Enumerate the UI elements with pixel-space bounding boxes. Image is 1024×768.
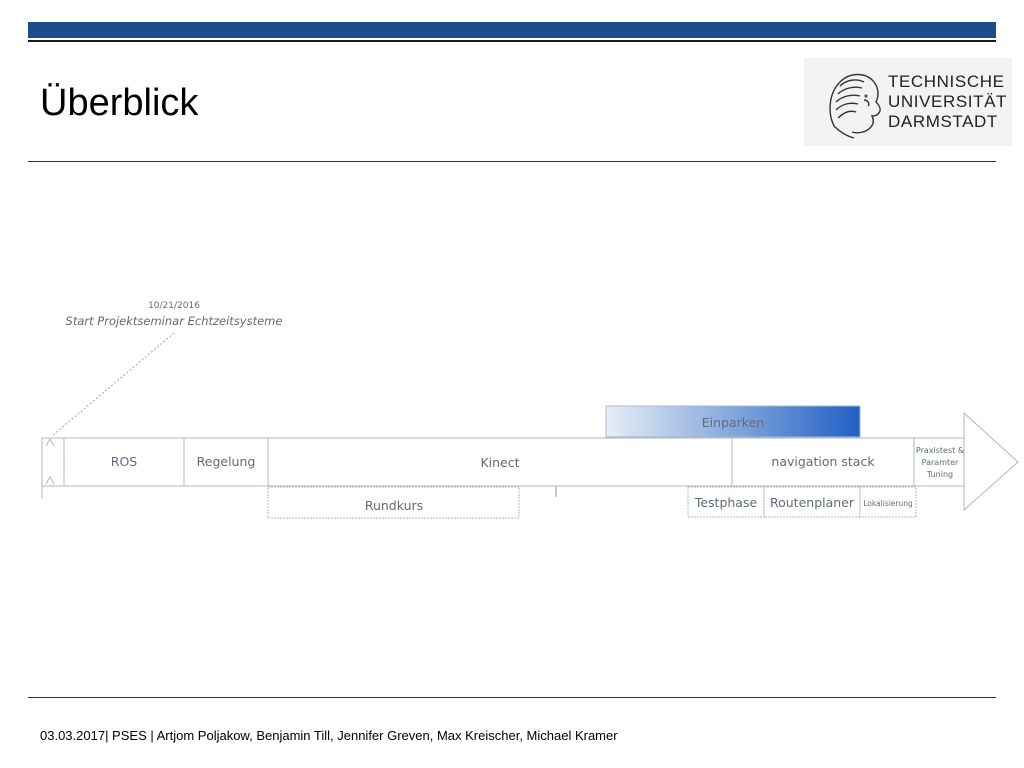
phase-navigation-stack-label: navigation stack — [771, 454, 875, 469]
phase-kinect-label: Kinect — [480, 455, 519, 470]
phase-ros-label: ROS — [111, 454, 138, 469]
logo-line-2: UNIVERSITÄT — [888, 92, 1008, 111]
phase-einparken-label: Einparken — [702, 415, 764, 430]
athena-head-icon — [829, 73, 881, 139]
footer-text: 03.03.2017| PSES | Artjom Poljakow, Benj… — [40, 728, 618, 743]
phase-testphase — [687, 486, 765, 518]
title-divider — [28, 161, 996, 162]
footer-divider — [28, 697, 996, 698]
phase-routenplaner — [763, 486, 861, 518]
phase-praxistest-line3: Tuning — [926, 470, 953, 479]
milestone-label: Start Projektseminar Echtzeitsysteme — [66, 314, 283, 328]
phase-regelung-label: Regelung — [197, 454, 256, 469]
logo-line-3: DARMSTADT — [888, 112, 998, 131]
phase-lokalisierung-label: Lokalisierung — [863, 499, 913, 508]
phase-praxistest-line2: Paramter — [922, 458, 959, 467]
phase-rundkurs-label: Rundkurs — [365, 498, 423, 513]
header-accent-bar — [28, 22, 996, 38]
milestone-connector — [51, 332, 175, 437]
phase-routenplaner-label: Routenplaner — [770, 495, 855, 510]
phase-lokalisierung — [859, 486, 917, 518]
header-rule — [28, 40, 996, 42]
phase-testphase-label: Testphase — [694, 495, 758, 510]
milestone-marker-top — [45, 437, 55, 447]
phase-rundkurs — [267, 486, 520, 519]
page-title: Überblick — [40, 82, 199, 124]
university-logo: TECHNISCHE UNIVERSITÄT DARMSTADT — [804, 58, 1012, 146]
milestone-date: 10/21/2016 — [148, 301, 200, 311]
logo-wordmark: TECHNISCHE UNIVERSITÄT DARMSTADT — [888, 72, 1007, 132]
milestone-marker-bottom — [45, 475, 55, 485]
phase-praxistest-line1: Praxistest & — [916, 446, 964, 455]
logo-line-1: TECHNISCHE — [888, 72, 1005, 91]
phase-einparken — [605, 405, 861, 438]
main-timeline-bar — [41, 411, 1019, 512]
